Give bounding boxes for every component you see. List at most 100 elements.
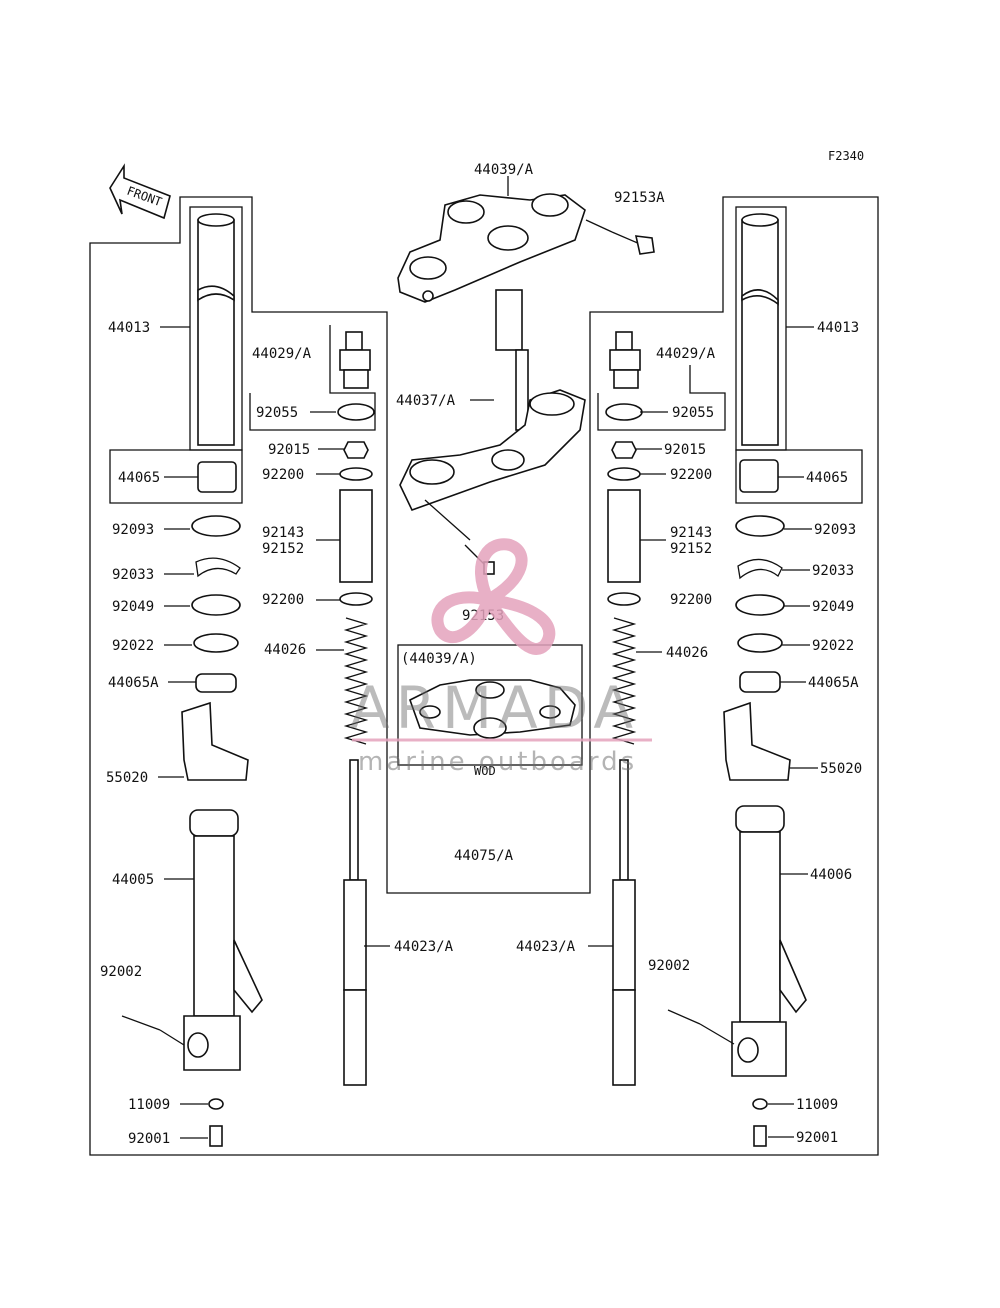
left-nut-92015 — [343, 441, 369, 459]
label-right-11009: 11009 — [796, 1097, 838, 1113]
left-inner-tube — [197, 213, 235, 446]
left-cap-frame — [249, 325, 376, 431]
label-right-92033: 92033 — [812, 563, 854, 579]
right-o-ring-92055 — [605, 403, 643, 421]
label-right-92049: 92049 — [812, 599, 854, 615]
inset-caption: WOD — [474, 764, 496, 778]
label-left-44026: 44026 — [264, 642, 306, 658]
label-right-44065: 44065 — [806, 470, 848, 486]
left-washer-11009 — [208, 1098, 224, 1110]
label-left-92200a: 92200 — [262, 467, 304, 483]
right-damper-rod — [612, 759, 636, 1086]
left-clip-92033 — [195, 557, 241, 578]
right-bush-44065A — [739, 671, 781, 693]
label-92153A: 92153A — [614, 190, 665, 206]
right-clip-92033 — [737, 558, 783, 580]
right-outer-tube — [731, 805, 807, 1077]
label-left-92152: 92152 — [262, 541, 304, 557]
label-right-92055: 92055 — [672, 405, 714, 421]
label-left-92015: 92015 — [268, 442, 310, 458]
left-bush-44065 — [197, 461, 237, 493]
label-right-44026: 44026 — [666, 645, 708, 661]
right-spacer-92143 — [607, 489, 641, 583]
right-nut-92015 — [611, 441, 637, 459]
right-bolt-92001 — [753, 1125, 767, 1147]
label-right-44023A: 44023/A — [516, 939, 576, 955]
bolt-92153A — [611, 231, 655, 255]
left-washer-92200a — [339, 467, 373, 481]
leader-lines — [158, 176, 818, 1139]
label-left-92002: 92002 — [100, 964, 142, 980]
label-right-92200a: 92200 — [670, 467, 712, 483]
left-seal-92049 — [191, 594, 241, 616]
upper-bracket — [397, 193, 586, 303]
right-seal-92093 — [735, 515, 785, 537]
watermark-brand: ARMADA — [350, 674, 639, 742]
label-right-92200b: 92200 — [670, 592, 712, 608]
inset-title: (44039/A) — [401, 651, 477, 667]
right-44065-frame — [735, 449, 863, 504]
label-left-92001: 92001 — [128, 1131, 170, 1147]
left-bolt-92002 — [121, 1015, 161, 1031]
label-right-44013: 44013 — [817, 320, 859, 336]
label-left-92055: 92055 — [256, 405, 298, 421]
left-bolt-92001 — [209, 1125, 223, 1147]
label-left-44023A: 44023/A — [394, 939, 454, 955]
label-right-55020: 55020 — [820, 761, 862, 777]
left-44065-frame — [109, 449, 243, 504]
inset-bracket — [409, 679, 576, 739]
left-fork-cap — [339, 331, 371, 389]
label-right-44006: 44006 — [810, 867, 852, 883]
label-left-44065: 44065 — [118, 470, 160, 486]
front-arrow-icon: FRONT — [109, 163, 171, 220]
label-right-92093: 92093 — [814, 522, 856, 538]
inset-part-label: 44075/A — [454, 848, 514, 864]
right-washer-11009 — [752, 1098, 768, 1110]
right-cap-frame — [597, 365, 726, 431]
label-right-92022: 92022 — [812, 638, 854, 654]
label-left-92033: 92033 — [112, 567, 154, 583]
left-washer-92022 — [193, 633, 239, 653]
label-left-44005: 44005 — [112, 872, 154, 888]
label-left-92049: 92049 — [112, 599, 154, 615]
label-right-92001: 92001 — [796, 1130, 838, 1146]
label-right-92143: 92143 — [670, 525, 712, 541]
label-left-92143: 92143 — [262, 525, 304, 541]
label-left-44013: 44013 — [108, 320, 150, 336]
label-right-44029A: 44029/A — [656, 346, 716, 362]
left-damper-rod — [343, 759, 367, 1086]
right-inner-tube — [741, 213, 779, 446]
left-spacer-92143 — [339, 489, 373, 583]
label-44037A: 44037/A — [396, 393, 456, 409]
right-washer-92022 — [737, 633, 783, 653]
left-guard-55020 — [181, 701, 249, 781]
watermark: ARMADA marine outboards — [350, 538, 652, 777]
propeller-logo-icon — [431, 538, 556, 655]
left-outer-tube — [183, 809, 263, 1071]
inset-frame — [397, 644, 583, 766]
label-left-92022: 92022 — [112, 638, 154, 654]
watermark-tagline: marine outboards — [358, 747, 637, 777]
label-right-44065A: 44065A — [808, 675, 859, 691]
label-44039A: 44039/A — [474, 162, 534, 178]
right-washer-92200b — [607, 592, 641, 606]
label-left-44029A: 44029/A — [252, 346, 312, 362]
right-bolt-92002 — [667, 1009, 701, 1025]
label-left-92093: 92093 — [112, 522, 154, 538]
label-left-11009: 11009 — [128, 1097, 170, 1113]
left-o-ring-92055 — [337, 403, 375, 421]
left-bush-44065A — [195, 673, 237, 693]
label-left-92200b: 92200 — [262, 592, 304, 608]
label-right-92152: 92152 — [670, 541, 712, 557]
label-left-44065A: 44065A — [108, 675, 159, 691]
right-seal-92049 — [735, 594, 785, 616]
right-spring-44026 — [611, 617, 637, 745]
diagram-frame — [89, 196, 879, 1156]
right-guard-55020 — [723, 701, 791, 781]
left-washer-92200b — [339, 592, 373, 606]
diagram-code: F2340 — [828, 149, 864, 163]
label-left-55020: 55020 — [106, 770, 148, 786]
right-bush-44065 — [739, 459, 779, 493]
right-fork-cap — [609, 331, 641, 389]
